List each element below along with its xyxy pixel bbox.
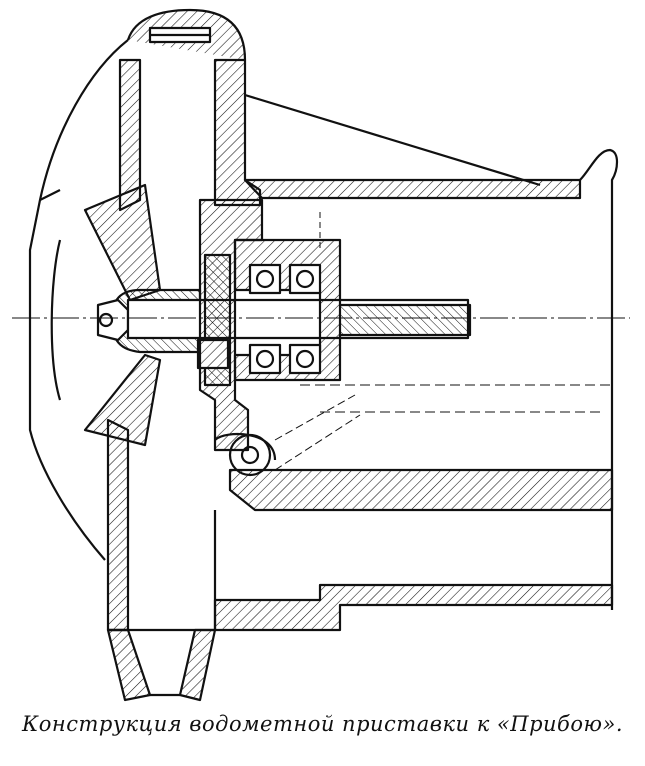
tube-end-flange	[579, 148, 619, 610]
upper-tube-wall	[243, 178, 582, 200]
figure-caption: Конструкция водометной приставки к «Приб…	[21, 712, 624, 736]
lower-tube-wall	[228, 468, 614, 512]
impeller-blades	[83, 183, 162, 302]
bottom-floor	[213, 583, 614, 632]
central-partition	[198, 198, 264, 452]
nozzle	[106, 628, 152, 702]
outer-housing-outline	[28, 39, 129, 561]
waterjet-attachment-drawing	[12, 8, 630, 702]
